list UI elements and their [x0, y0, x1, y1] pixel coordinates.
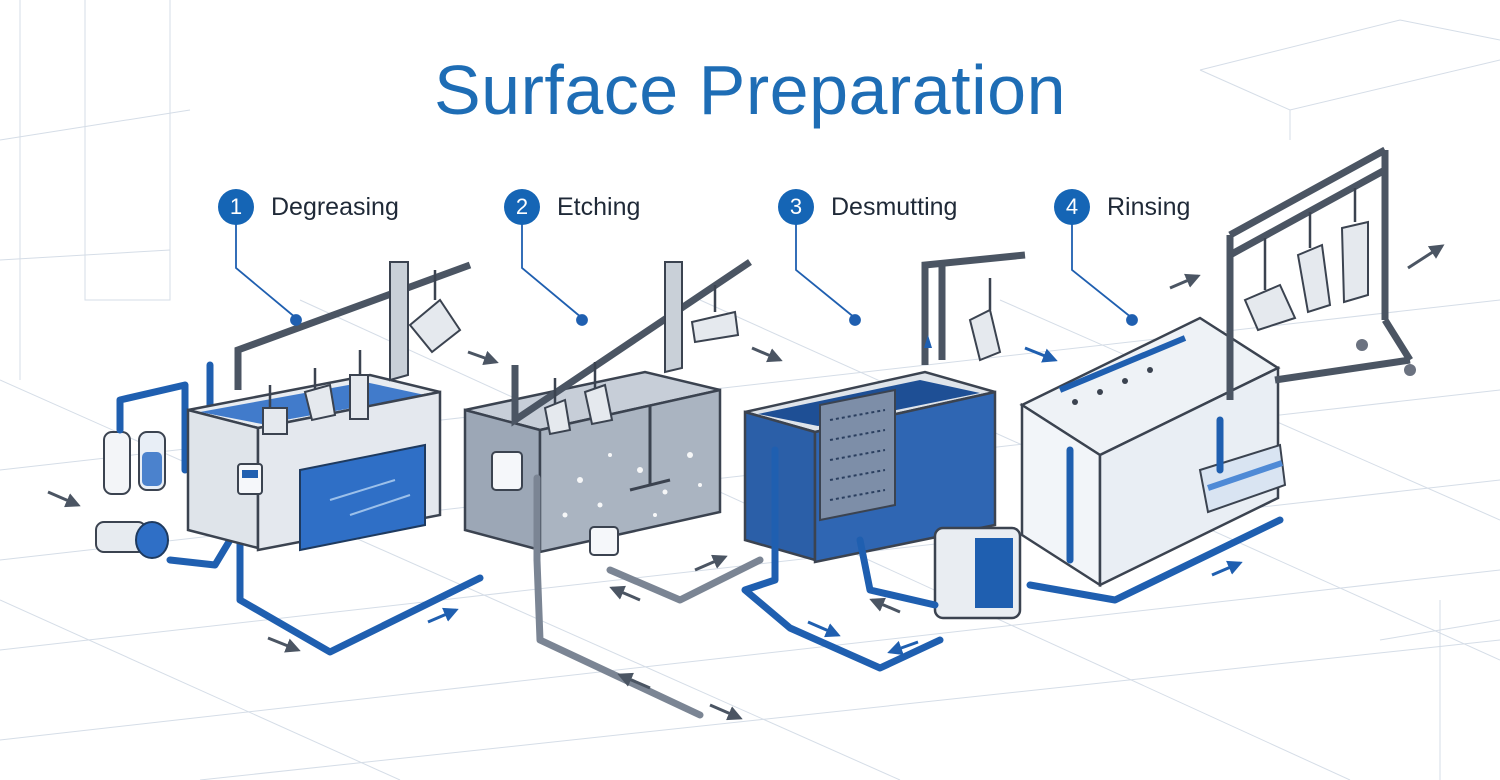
desmutting-pipe — [741, 446, 944, 672]
step-etching: 2 Etching — [504, 187, 640, 227]
desmutting-tank — [741, 251, 1026, 672]
etching-tank — [463, 259, 764, 719]
rinsing-pipe — [1026, 416, 1284, 604]
step-label: Desmutting — [831, 192, 958, 221]
step-label: Etching — [557, 192, 641, 221]
step-desmutting: 3 Desmutting — [778, 187, 957, 227]
step-number-badge: 4 — [1054, 189, 1090, 225]
step-label: Rinsing — [1107, 192, 1191, 221]
pump-icon — [95, 521, 169, 559]
step-degreasing: 1 Degreasing — [218, 187, 399, 227]
callout-leaders — [235, 224, 1138, 326]
step-rinsing: 4 Rinsing — [1054, 187, 1190, 227]
diagram-title: Surface Preparation — [433, 51, 1067, 129]
flow-arrows — [47, 244, 1445, 721]
drying-rack — [1226, 146, 1416, 400]
rinsing-tank — [1019, 316, 1287, 604]
degreasing-tank — [95, 261, 484, 656]
step-number-badge: 2 — [504, 189, 540, 225]
step-label: Degreasing — [271, 192, 399, 221]
filter-units — [103, 431, 166, 495]
step-number-badge: 1 — [218, 189, 254, 225]
step-number-badge: 3 — [778, 189, 814, 225]
